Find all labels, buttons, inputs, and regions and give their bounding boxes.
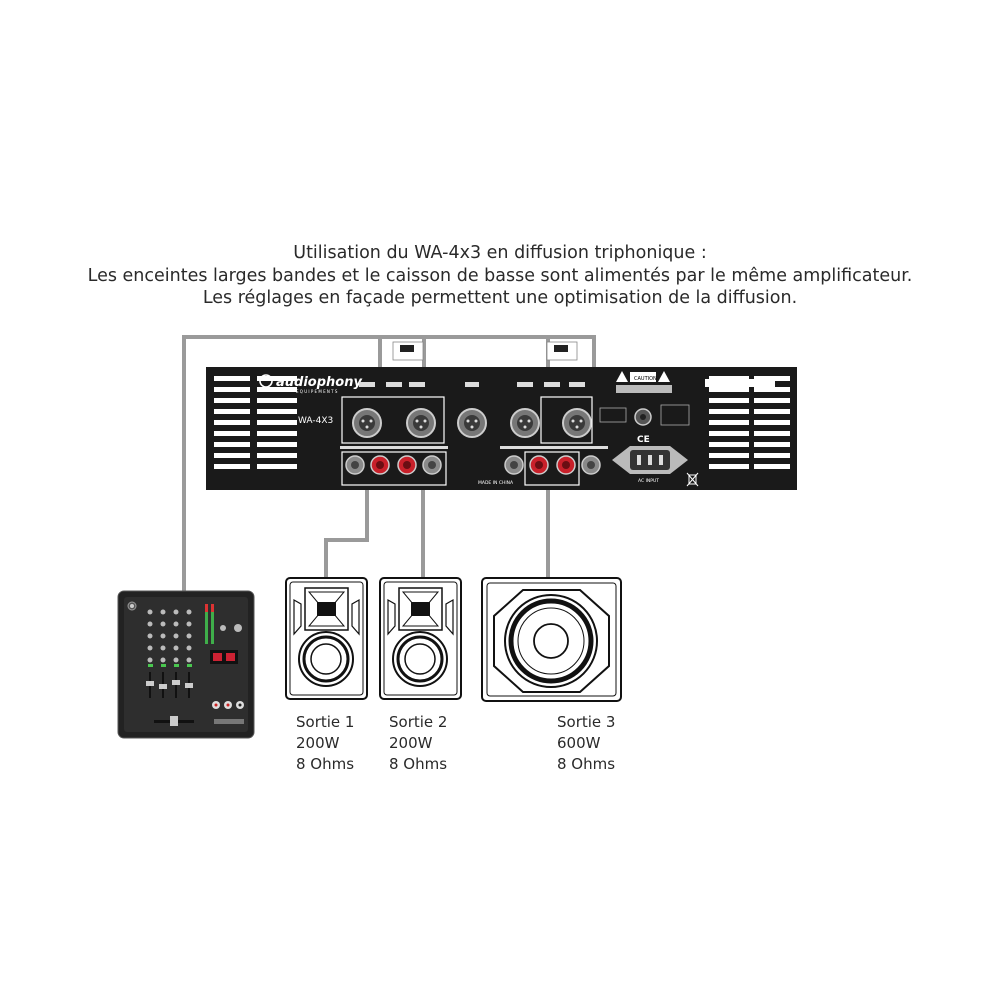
terminal-1-pos-icon <box>370 455 390 475</box>
output-1-name: Sortie 1 <box>296 713 355 731</box>
model-name: WA-4X3 <box>298 416 333 426</box>
caution-text: CAUTION <box>634 376 657 382</box>
speaker-2-horn-icon <box>398 587 443 631</box>
xlr-input-2-icon <box>406 408 436 438</box>
brand-logo-icon <box>259 374 273 388</box>
terminal-2-neg-icon <box>422 455 442 475</box>
xlr-link-2-icon <box>510 408 540 438</box>
caution-label <box>630 372 656 382</box>
xlr-connectors <box>352 408 592 438</box>
output-3-name: Sortie 3 <box>557 713 616 731</box>
highlight-terminals-left <box>341 451 447 486</box>
output-cable-1 <box>324 486 369 578</box>
output-1-power: 200W <box>296 734 340 752</box>
xlr-link-1-icon <box>457 408 487 438</box>
mixer-channel-knobs <box>147 609 192 663</box>
terminal-3-pos-icon <box>529 455 549 475</box>
highlight-inputs-right <box>540 396 593 444</box>
subwoofer-woofer-icon <box>504 594 598 688</box>
output-3-impedance: 8 Ohms <box>557 755 616 773</box>
terminal-4-neg-icon <box>581 455 601 475</box>
caption-line-2: Les enceintes larges bandes et le caisso… <box>87 265 913 286</box>
right-vent <box>709 376 790 469</box>
terminal-2-pos-icon <box>397 455 417 475</box>
caution-triangle-icon <box>616 371 628 382</box>
mixer-rca-jacks <box>212 701 244 709</box>
subwoofer <box>481 577 622 702</box>
serial-label <box>705 379 775 387</box>
output-2-impedance: 8 Ohms <box>389 755 448 773</box>
output-label-3: Sortie 3 600W 8 Ohms <box>557 712 615 775</box>
ce-mark: CE <box>637 435 650 445</box>
output-2-name: Sortie 2 <box>389 713 448 731</box>
speaker-1 <box>285 577 368 700</box>
output-label-1: Sortie 1 200W 8 Ohms <box>296 712 354 775</box>
speaker-terminals <box>340 446 608 475</box>
speaker-1-woofer-icon <box>298 631 354 687</box>
amplifier-rear-panel: audiophony E Q U I P E M E N T S WA-4X3 <box>206 341 797 490</box>
speaker-2-woofer-icon <box>392 631 448 687</box>
caption-line-1: Utilisation du WA-4x3 en diffusion triph… <box>293 243 707 263</box>
highlight-inputs-left <box>341 396 445 444</box>
output-3-power: 600W <box>557 734 601 752</box>
caption-line-3: Les réglages en façade permettent une op… <box>202 288 798 308</box>
mixer-leds <box>148 664 192 667</box>
xlr-input-1-icon <box>352 408 382 438</box>
terminal-1-neg-icon <box>345 455 365 475</box>
output-label-2: Sortie 2 200W 8 Ohms <box>389 712 447 775</box>
mixer-faders <box>146 672 193 698</box>
output-1-impedance: 8 Ohms <box>296 755 355 773</box>
caution-bolt-icon <box>658 371 670 382</box>
power-socket-icon <box>612 446 688 474</box>
ac-input-label: AC INPUT <box>638 478 659 484</box>
terminal-3-neg-icon <box>504 455 524 475</box>
mixer-vu-meters <box>205 604 214 644</box>
xlr-input-3-icon <box>562 408 592 438</box>
brand-subtitle: E Q U I P E M E N T S <box>296 389 338 394</box>
output-2-power: 200W <box>389 734 433 752</box>
speaker-2 <box>379 577 462 700</box>
brand-name: audiophony <box>276 375 362 390</box>
dj-mixer <box>117 590 255 739</box>
panel-small-labels <box>359 382 585 387</box>
weee-icon <box>686 472 699 487</box>
made-in-label: MADE IN CHINA <box>478 480 514 486</box>
terminal-4-pos-icon <box>556 455 576 475</box>
speaker-1-horn-icon <box>304 587 349 631</box>
diagram-caption: Utilisation du WA-4x3 en diffusion triph… <box>0 242 1000 310</box>
left-vent <box>214 376 297 469</box>
highlight-terminals-right <box>524 451 580 486</box>
